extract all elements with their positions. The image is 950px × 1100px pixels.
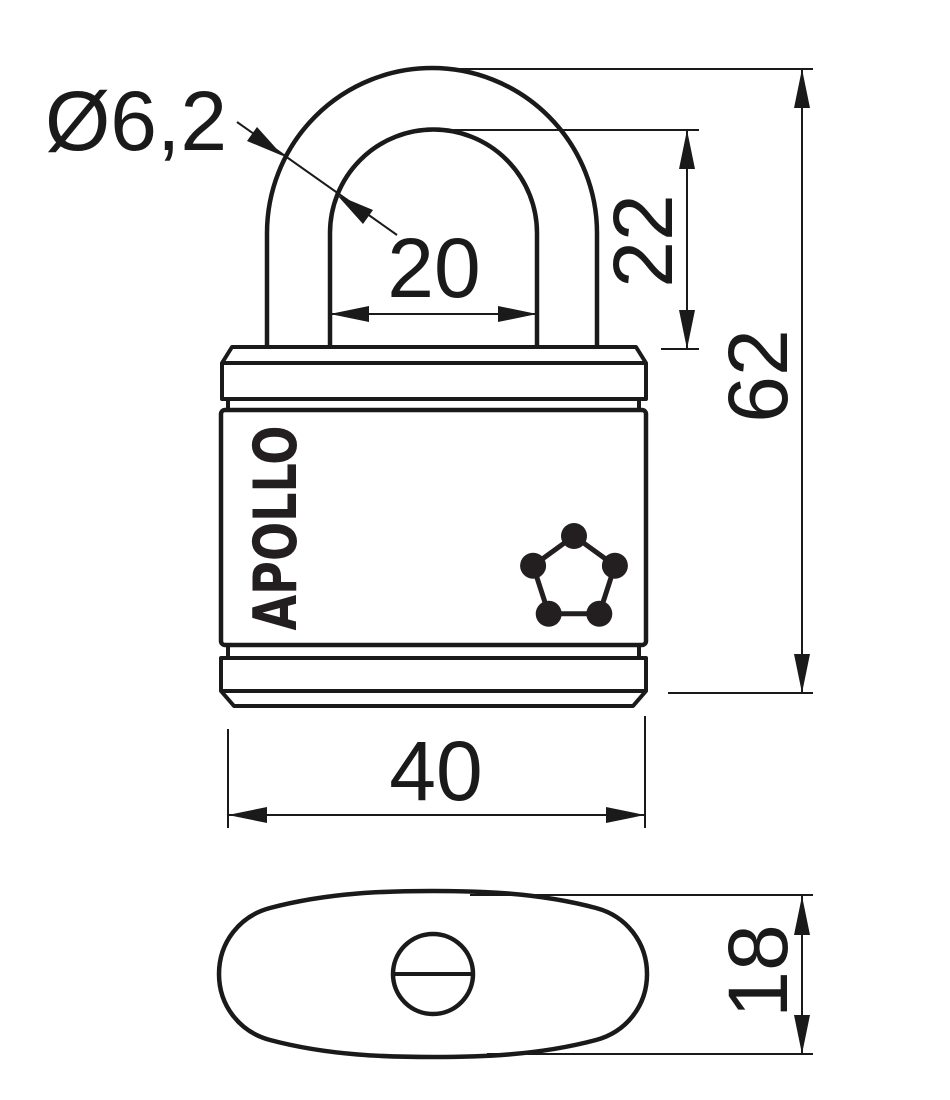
arrowhead-bottom [679, 310, 695, 349]
pentagon-dot-right [601, 552, 628, 579]
pentagon-dot-left [520, 552, 547, 579]
dim-overall-height: 62 [437, 68, 813, 694]
arrowhead-left [228, 807, 267, 823]
pentagon-dot-bottom-left [535, 600, 562, 627]
arrowhead-right [606, 807, 645, 823]
dim-shackle-opening-height: 22 [440, 129, 699, 350]
arrowhead-right [498, 306, 537, 322]
shackle [264, 65, 600, 348]
keyhole [390, 931, 476, 1017]
leader-arrowhead-inner [337, 195, 373, 224]
dim-shackle-opening-width: 20 [330, 221, 537, 322]
pentagon-dot-top [561, 523, 587, 549]
arrowhead-left [330, 306, 369, 322]
arrowhead-bottom [794, 654, 810, 693]
shackle-inner-contour [327, 127, 540, 348]
padlock-body [218, 345, 649, 708]
bottom-view-outline [216, 888, 650, 1060]
dim-shackle-opening-width-label: 20 [387, 221, 480, 315]
bottom-view [216, 888, 650, 1060]
pentagon-dot-bottom-right [586, 600, 613, 627]
arrowhead-top [794, 896, 810, 935]
dim-body-width: 40 [227, 716, 646, 828]
dim-shackle-diameter: Ø6,2 [45, 74, 398, 236]
brand-logotype: APOLLO [241, 426, 311, 631]
pentagon-dots-logo-icon [520, 523, 628, 627]
branding: APOLLO [241, 426, 628, 631]
shackle-outer-contour [264, 65, 600, 348]
dimensions: Ø6,2 20 22 [45, 68, 813, 1055]
arrowhead-top [794, 69, 810, 108]
leader-arrowhead-outer [247, 127, 283, 156]
dim-shackle-diameter-label: Ø6,2 [45, 74, 227, 168]
arrowhead-top [679, 130, 695, 169]
dim-body-depth: 18 [470, 894, 813, 1055]
dim-body-depth-label: 18 [711, 924, 805, 1017]
body-neck-steps [226, 399, 641, 658]
front-view: APOLLO [218, 65, 649, 708]
drawing-ink: APOLLO [45, 65, 813, 1060]
keyhole-circle [390, 931, 476, 1017]
dim-body-width-label: 40 [389, 724, 482, 818]
dim-shackle-opening-height-label: 22 [596, 194, 690, 287]
body-main-face [218, 407, 649, 648]
dim-overall-height-label: 62 [711, 329, 805, 422]
arrowhead-bottom [794, 1015, 810, 1054]
